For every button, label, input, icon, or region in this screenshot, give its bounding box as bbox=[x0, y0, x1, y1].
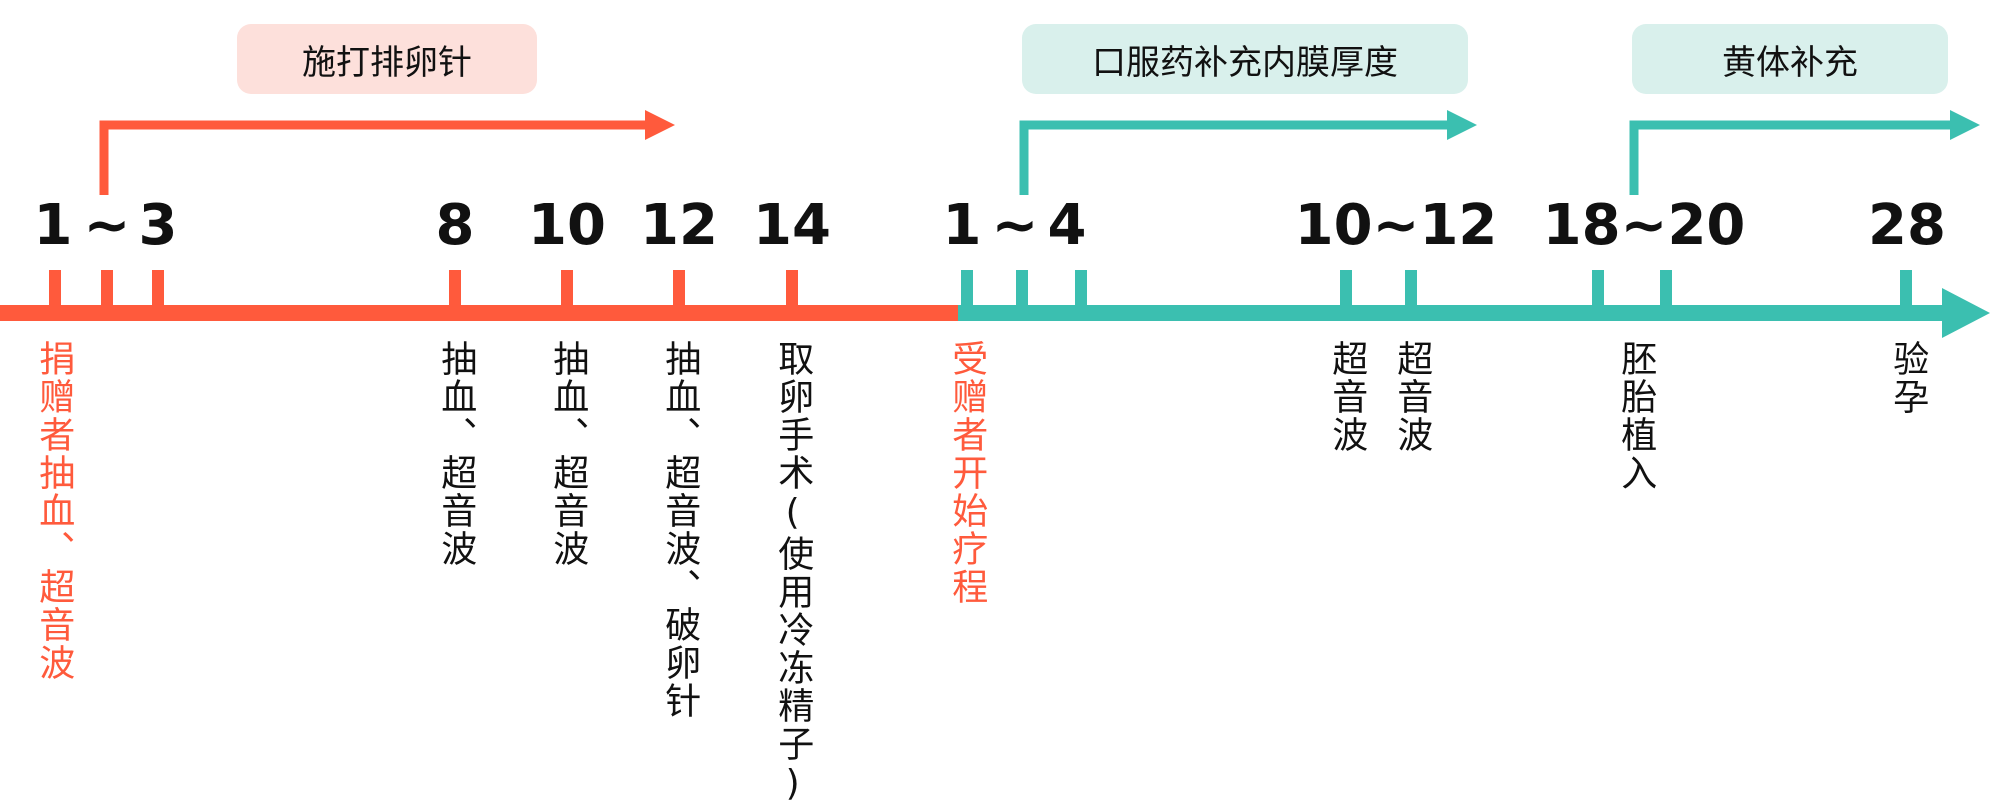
day-number-3: 3 bbox=[138, 193, 178, 258]
tick-r1 bbox=[961, 270, 973, 310]
donor-axis bbox=[0, 305, 960, 321]
recipient-day-number-10-12: 10~12 bbox=[1294, 193, 1498, 258]
day-number-14: 14 bbox=[753, 193, 831, 258]
recipient-day-number-tilde: ~ bbox=[991, 193, 1039, 258]
ovulation-trigger-arrowhead bbox=[645, 110, 675, 140]
recipient-day12-label: 超音波 bbox=[1391, 340, 1433, 454]
day-number-10: 10 bbox=[528, 193, 606, 258]
luteal-support-arrow bbox=[1629, 120, 1955, 195]
ovulation-trigger-arrow bbox=[99, 120, 650, 195]
tick-d14 bbox=[786, 270, 798, 310]
ovulation-trigger-banner: 施打排卵针 bbox=[237, 24, 537, 94]
tick-r4 bbox=[1075, 270, 1087, 310]
day-number-12: 12 bbox=[640, 193, 718, 258]
luteal-support-label: 黄体补充 bbox=[1722, 42, 1858, 83]
tick-d2 bbox=[101, 270, 113, 310]
recipient-day-number-28: 28 bbox=[1868, 193, 1946, 258]
tick-r28 bbox=[1900, 270, 1912, 310]
tick-d12 bbox=[673, 270, 685, 310]
oral-medication-arrow bbox=[1019, 120, 1452, 195]
oral-medication-label: 口服药补充内膜厚度 bbox=[1092, 42, 1398, 83]
tick-d8 bbox=[449, 270, 461, 310]
donor-start-label: 捐赠者抽血、超音波 bbox=[33, 340, 75, 682]
tick-d10 bbox=[561, 270, 573, 310]
recipient-day18-label: 胚胎植入 bbox=[1615, 340, 1657, 492]
day14-label: 取卵手术(使用冷冻精子) bbox=[772, 340, 814, 806]
recipient-day-number-18-20: 18~20 bbox=[1542, 193, 1746, 258]
recipient-start-label: 受赠者开始疗程 bbox=[946, 340, 988, 606]
ovulation-trigger-label: 施打排卵针 bbox=[302, 42, 472, 83]
donor-ticks bbox=[49, 270, 798, 310]
tick-d1 bbox=[49, 270, 61, 310]
recipient-ticks bbox=[961, 270, 1912, 310]
day12-label: 抽血、超音波、破卵针 bbox=[659, 340, 701, 720]
tick-r20 bbox=[1660, 270, 1672, 310]
day10-label: 抽血、超音波 bbox=[547, 340, 589, 568]
day8-label: 抽血、超音波 bbox=[435, 340, 477, 568]
day-number-tilde: ~ bbox=[83, 193, 131, 258]
luteal-support-arrowhead bbox=[1950, 110, 1980, 140]
recipient-day-number-1: 1 bbox=[942, 193, 982, 258]
tick-r12 bbox=[1405, 270, 1417, 310]
day-number-1: 1 bbox=[33, 193, 73, 258]
oral-medication-arrowhead bbox=[1447, 110, 1477, 140]
recipient-day28-label: 验孕 bbox=[1887, 340, 1929, 416]
recipient-day-number-4: 4 bbox=[1047, 193, 1087, 258]
recipient-axis bbox=[958, 305, 1948, 321]
recipient-day10-label: 超音波 bbox=[1326, 340, 1368, 454]
day-number-8: 8 bbox=[435, 193, 475, 258]
luteal-support-banner: 黄体补充 bbox=[1632, 24, 1948, 94]
tick-r2 bbox=[1016, 270, 1028, 310]
tick-r10 bbox=[1340, 270, 1352, 310]
axis-arrowhead bbox=[1942, 288, 1990, 338]
oral-medication-banner: 口服药补充内膜厚度 bbox=[1022, 24, 1468, 94]
tick-r18 bbox=[1592, 270, 1604, 310]
tick-d3 bbox=[152, 270, 164, 310]
